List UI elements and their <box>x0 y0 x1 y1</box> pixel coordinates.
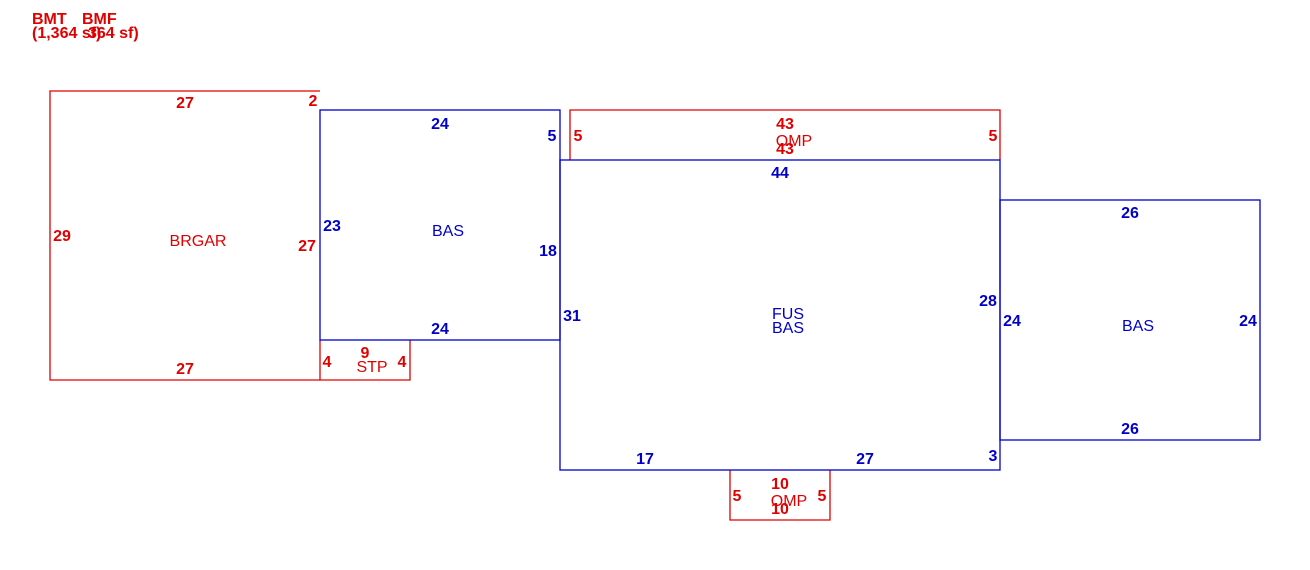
fus-bas-label: BAS <box>772 320 804 337</box>
stp-outline <box>319 340 411 381</box>
bas-right-label: BAS <box>1122 318 1154 335</box>
bas-left-label: BAS <box>432 223 464 240</box>
fus-bas-dim-corner: 3 <box>989 448 998 465</box>
brgar-dim-left: 29 <box>53 228 71 245</box>
fus-bas-dim-left: 31 <box>563 308 581 325</box>
omp-bottom-dim-left: 5 <box>733 488 742 505</box>
bas-left-dim-left: 23 <box>323 218 341 235</box>
bas-left-dim-top: 24 <box>431 116 449 133</box>
legend-code-bmf: BMF <box>82 11 117 28</box>
bas-right-outline <box>999 199 1261 441</box>
omp-top-outline <box>569 109 1001 160</box>
omp-top-label: OMP <box>776 133 812 150</box>
stp-dim-right: 4 <box>398 354 407 371</box>
omp-bottom-label: OMP <box>771 493 807 510</box>
brgar-outline <box>49 90 320 381</box>
fus-bas-dim-top: 44 <box>771 165 789 182</box>
omp-bottom-dim-top: 10 <box>771 476 789 493</box>
bas-left-dim-bottom: 24 <box>431 321 449 338</box>
stp-label: STP <box>356 359 387 376</box>
fus-bas-dim-bottom-right: 27 <box>856 451 874 468</box>
brgar-label: BRGAR <box>170 233 227 250</box>
legend-area-bmf: 364 sf) <box>88 25 139 42</box>
legend-code-bmt: BMT <box>32 11 67 28</box>
bas-left-dim-corner: 5 <box>548 128 557 145</box>
omp-bottom-dim-right: 5 <box>818 488 827 505</box>
omp-bottom-outline <box>729 470 831 521</box>
omp-top-dim-top: 43 <box>776 116 794 133</box>
bas-left-dim-right: 18 <box>539 243 557 260</box>
brgar-dim-corner: 2 <box>309 93 318 110</box>
brgar-dim-top: 27 <box>176 95 194 112</box>
omp-top-dim-right: 5 <box>989 128 998 145</box>
bas-right-dim-top: 26 <box>1121 205 1139 222</box>
omp-bottom-dim-bottom: 10 <box>771 501 789 518</box>
stp-dim-top: 9 <box>361 345 370 362</box>
fus-label: FUS <box>772 306 804 323</box>
legend-area-bmt: (1,364 sf) <box>32 25 101 42</box>
omp-top-dim-bottom: 43 <box>776 141 794 158</box>
brgar-dim-right: 27 <box>298 238 316 255</box>
brgar-dim-bottom: 27 <box>176 361 194 378</box>
bas-right-dim-right: 24 <box>1239 313 1257 330</box>
fus-bas-dim-right: 28 <box>979 293 997 310</box>
fus-bas-dim-bottom-left: 17 <box>636 451 654 468</box>
stp-dim-left: 4 <box>323 354 332 371</box>
omp-top-dim-left: 5 <box>574 128 583 145</box>
bas-right-dim-left: 24 <box>1003 313 1021 330</box>
bas-right-dim-bottom: 26 <box>1121 421 1139 438</box>
